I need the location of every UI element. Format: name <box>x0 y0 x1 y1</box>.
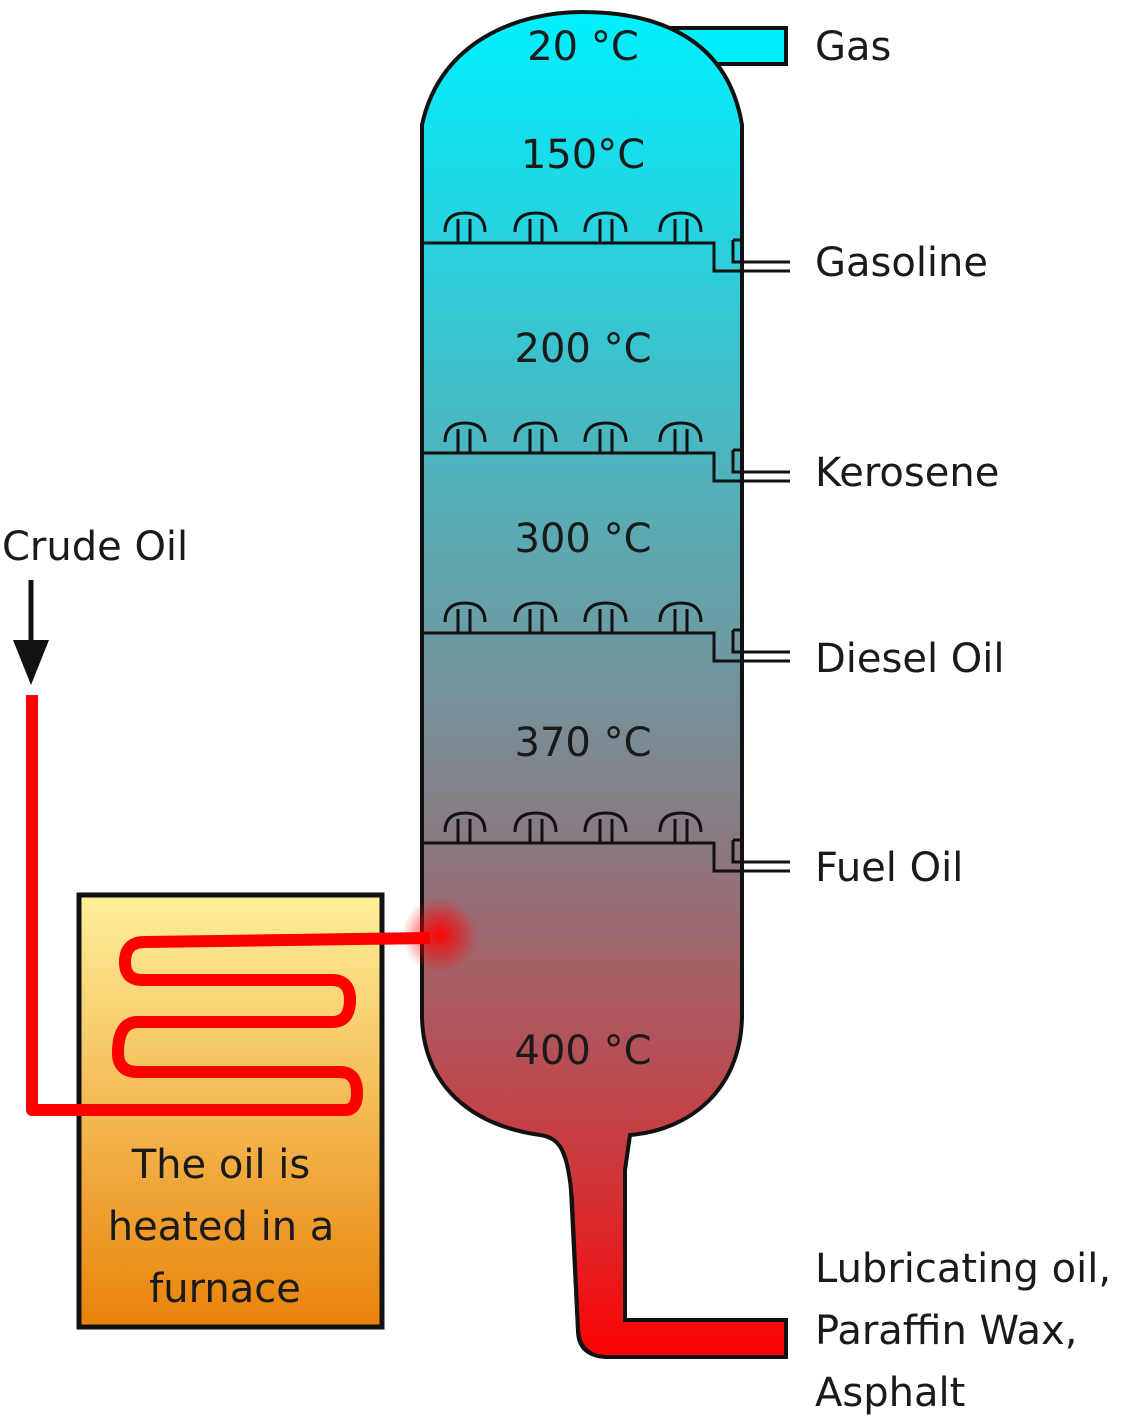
tray-kerosene <box>422 421 790 483</box>
temp-label-residue: 400 °C <box>515 1028 652 1074</box>
product-label-gas: Gas <box>815 24 891 70</box>
product-label-residue-3: Asphalt <box>815 1370 965 1416</box>
crude-oil-label: Crude Oil <box>2 524 188 570</box>
heating-coil-pipe <box>26 695 431 1116</box>
distillation-column <box>420 9 788 1359</box>
product-label-residue-1: Lubricating oil, <box>815 1246 1111 1292</box>
furnace-text-line-3: furnace <box>149 1266 301 1312</box>
furnace-text-line-1: The oil is <box>131 1142 310 1188</box>
product-label-gasoline: Gasoline <box>815 240 988 286</box>
temp-label-gasoline: 150°C <box>521 132 645 178</box>
product-label-residue-2: Paraffin Wax, <box>815 1308 1077 1354</box>
temp-label-gas: 20 °C <box>527 24 639 70</box>
entry-glow <box>402 897 478 973</box>
down-arrow-icon <box>13 580 49 685</box>
furnace-text-line-2: heated in a <box>108 1204 335 1250</box>
temp-label-kerosene: 200 °C <box>515 326 652 372</box>
temp-label-diesel: 300 °C <box>515 516 652 562</box>
product-label-fuel-oil: Fuel Oil <box>815 845 963 891</box>
temp-label-fuel-oil: 370 °C <box>515 720 652 766</box>
tray-diesel <box>422 601 790 663</box>
product-label-diesel: Diesel Oil <box>815 636 1005 682</box>
product-label-kerosene: Kerosene <box>815 450 999 496</box>
tray-gasoline <box>422 211 790 273</box>
tray-fuel-oil <box>422 811 790 873</box>
